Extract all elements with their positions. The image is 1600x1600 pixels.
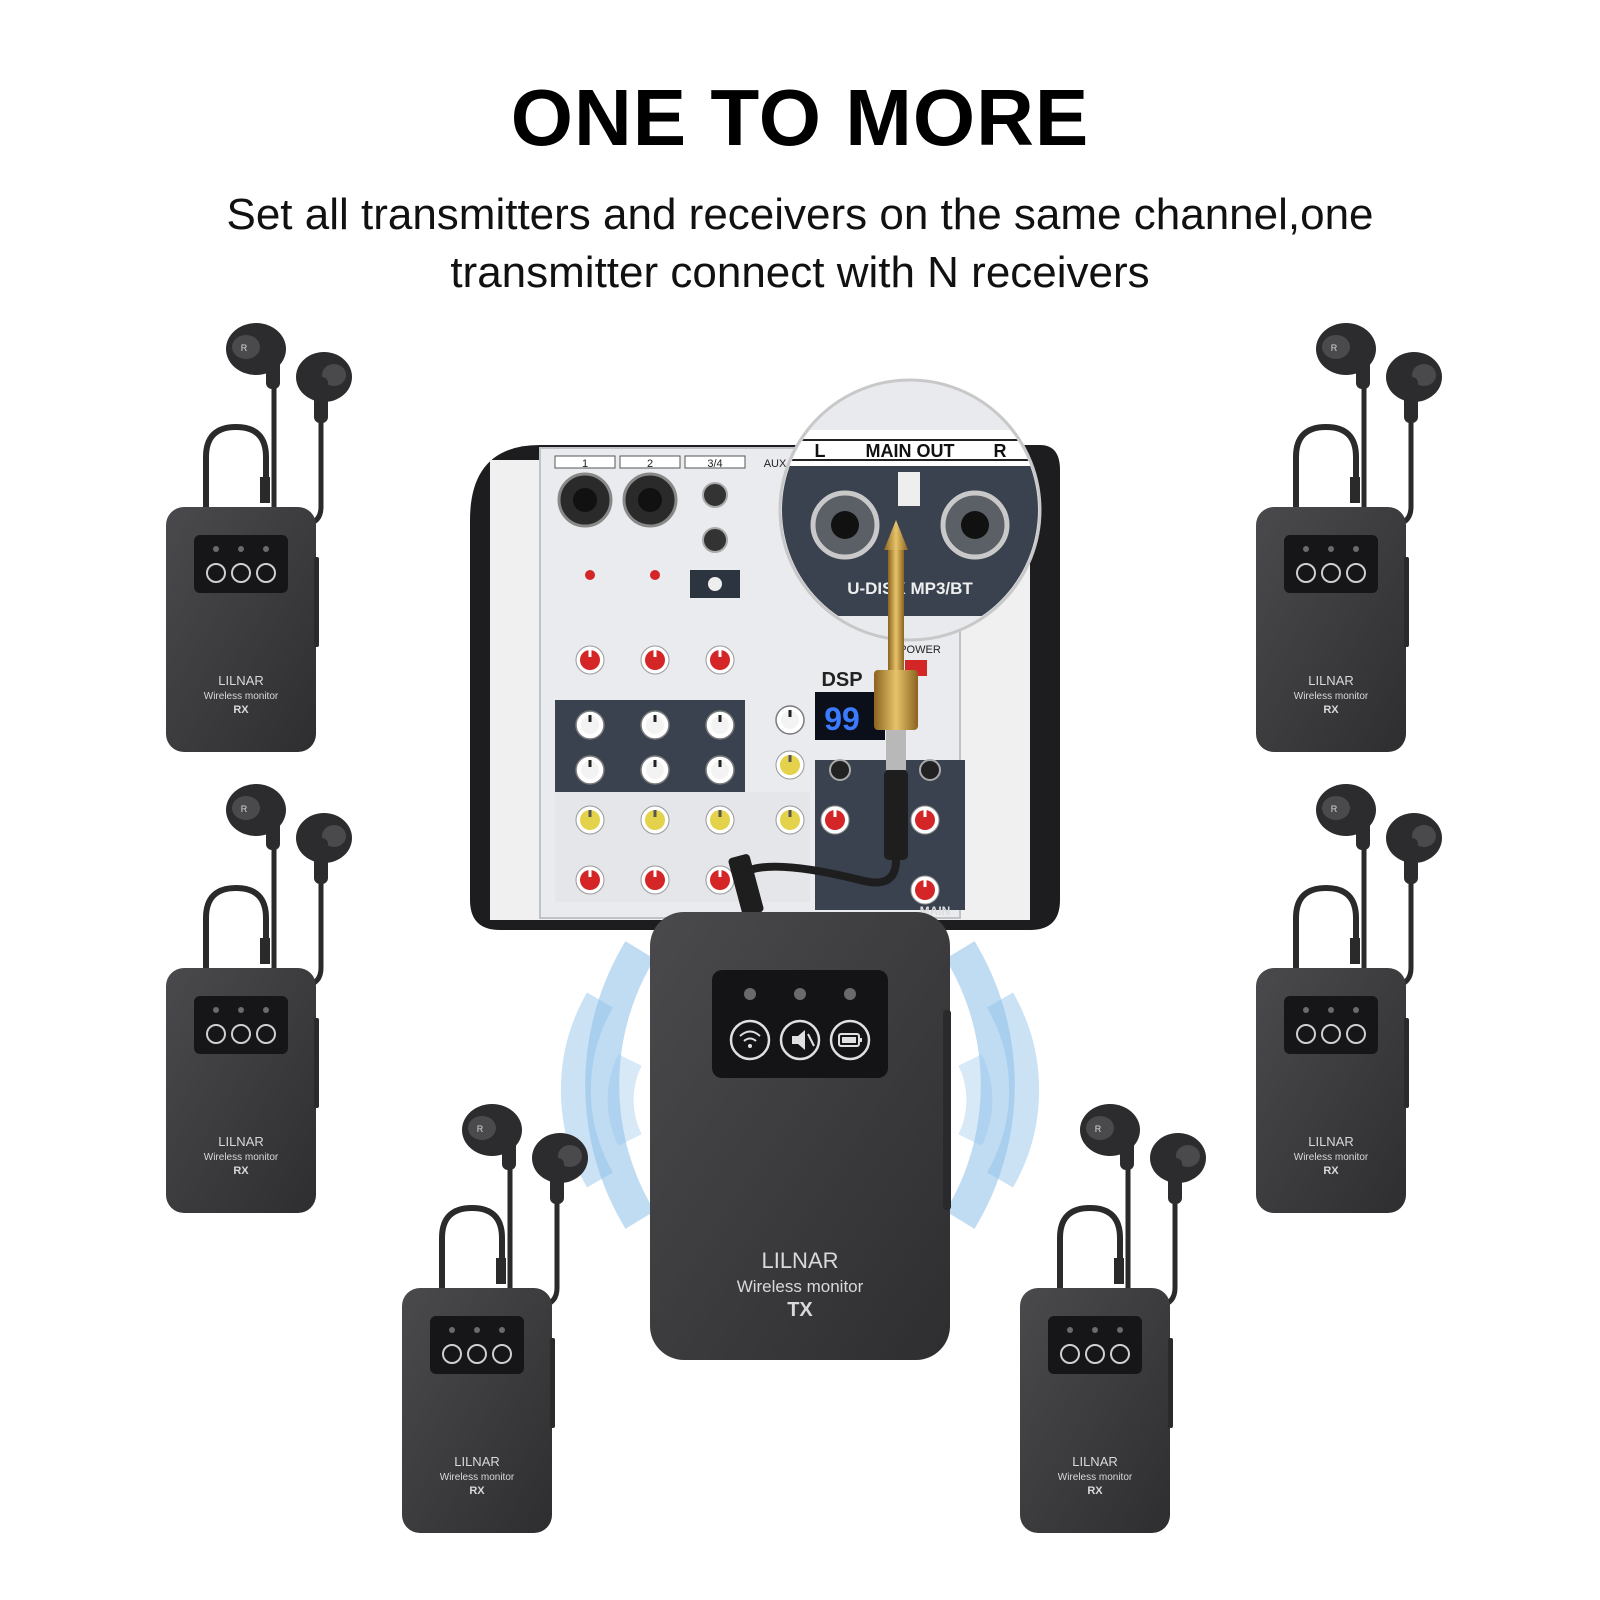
mixer-channel-aux-label: AUX: [764, 458, 787, 470]
rx-product: Wireless monitor: [204, 691, 279, 702]
tx-model: TX: [787, 1299, 813, 1321]
mixer-channel-1-label: 1: [582, 458, 588, 470]
zoom-label-main-out: MAIN OUT: [866, 441, 955, 461]
rx-product: Wireless monitor: [440, 1472, 515, 1483]
rx-model: RX: [1323, 1165, 1339, 1177]
rx-earbud-mark: R: [241, 804, 248, 814]
rx-model: RX: [469, 1485, 485, 1497]
rx-earbud-mark: R: [1331, 343, 1338, 353]
rx-model: RX: [233, 704, 249, 716]
receiver-unit: R LILNAR Wireless monitor RX: [402, 1104, 588, 1533]
receiver-unit: R LILNAR Wireless monitor RX: [1256, 784, 1442, 1213]
rx-earbud-mark: R: [1331, 804, 1338, 814]
tx-product: Wireless monitor: [737, 1277, 864, 1296]
rx-model: RX: [233, 1165, 249, 1177]
zoom-label-udisk: U-DISK MP3/BT: [847, 579, 973, 598]
rx-earbud-mark: R: [241, 343, 248, 353]
mixer-display-value: 99: [824, 701, 860, 737]
receiver-unit: R LILNAR Wireless monitor RX: [1256, 323, 1442, 752]
rx-earbud-mark: R: [477, 1124, 484, 1134]
page-title: ONE TO MORE: [510, 73, 1090, 162]
rx-product: Wireless monitor: [204, 1152, 279, 1163]
audio-cable: [728, 520, 918, 916]
subtitle-line-1: Set all transmitters and receivers on th…: [226, 190, 1374, 239]
zoom-label-left: L: [815, 441, 826, 461]
subtitle-line-2: transmitter connect with N receivers: [450, 248, 1150, 297]
mixer-power-label: POWER: [899, 644, 941, 656]
tx-battery-icon: [829, 1019, 871, 1061]
rx-brand: LILNAR: [1308, 673, 1354, 688]
zoom-label-right: R: [994, 441, 1007, 461]
receiver-unit: R LILNAR Wireless monitor RX: [166, 784, 352, 1213]
rx-model: RX: [1087, 1485, 1103, 1497]
rx-model: RX: [1323, 704, 1339, 716]
mixer-channel-34-label: 3/4: [707, 458, 722, 470]
rx-earbud-mark: R: [1095, 1124, 1102, 1134]
transmitter-unit: LILNAR Wireless monitor TX: [650, 912, 951, 1360]
mixer-channel-2-label: 2: [647, 458, 653, 470]
rx-product: Wireless monitor: [1294, 1152, 1369, 1163]
tx-wifi-icon: [729, 1019, 771, 1061]
rx-brand: LILNAR: [1308, 1134, 1354, 1149]
rx-product: Wireless monitor: [1058, 1472, 1133, 1483]
tx-brand: LILNAR: [761, 1248, 838, 1273]
rx-brand: LILNAR: [218, 1134, 264, 1149]
rx-brand: LILNAR: [454, 1454, 500, 1469]
page-subtitle: Set all transmitters and receivers on th…: [100, 186, 1500, 302]
rx-product: Wireless monitor: [1294, 691, 1369, 702]
tx-mute-icon: [779, 1019, 821, 1061]
signal-waves: [560, 941, 1040, 1229]
rx-brand: LILNAR: [218, 673, 264, 688]
main-out-zoom-inset: L MAIN OUT R U-DISK MP3/BT: [778, 378, 1042, 642]
receiver-unit: R LILNAR Wireless monitor RX: [166, 323, 352, 752]
rx-brand: LILNAR: [1072, 1454, 1118, 1469]
receiver-unit: R LILNAR Wireless monitor RX: [1020, 1104, 1206, 1533]
mixer-dsp-label: DSP: [821, 669, 862, 691]
